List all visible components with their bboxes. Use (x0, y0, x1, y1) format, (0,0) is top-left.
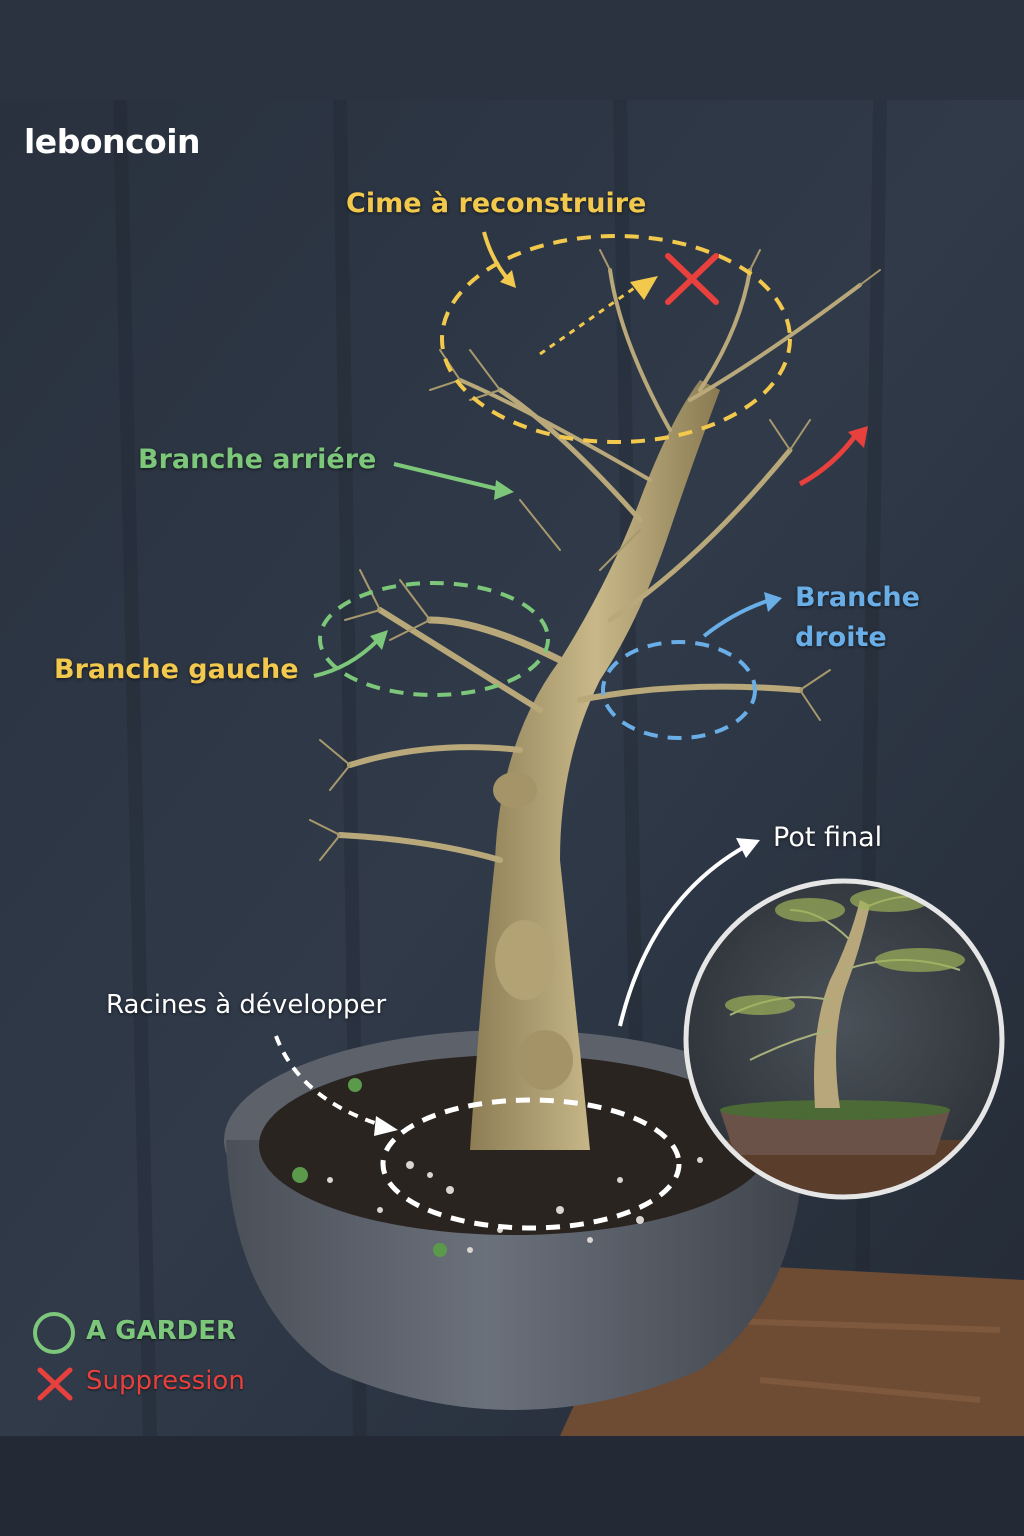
legend-keep-label: A GARDER (86, 1316, 237, 1346)
top-ellipse (440, 234, 792, 444)
remove-x-icon (37, 1367, 73, 1401)
remove-cross-icon (665, 253, 719, 305)
bonsai-photo (0, 100, 1024, 1436)
left-branch-arrow (313, 638, 380, 678)
roots-ellipse (380, 1097, 682, 1231)
label-branche-gauche: Branche gauche (54, 654, 299, 685)
left-branch-ellipse (318, 581, 550, 697)
roots-arrow (274, 1035, 385, 1128)
back-branch-arrow (393, 462, 503, 492)
label-pot-final: Pot final (773, 822, 883, 853)
label-cime: Cime à reconstruire (346, 188, 647, 219)
right-branch-arrow (702, 598, 771, 638)
label-branche-droite-2: droite (795, 622, 887, 653)
right-branch-ellipse (601, 640, 757, 740)
label-racines: Racines à développer (106, 990, 387, 1020)
legend-remove-label: Suppression (86, 1366, 245, 1396)
keep-circle-icon (33, 1312, 75, 1354)
legend-remove: Suppression (76, 1366, 245, 1396)
bonsai-scene (0, 100, 1024, 1436)
bottom-band (0, 1436, 1024, 1536)
top-band (0, 0, 1024, 100)
leboncoin-logo: leboncoin (24, 122, 201, 161)
label-branche-arriere: Branche arriére (138, 444, 377, 475)
legend-keep: A GARDER (76, 1316, 236, 1346)
red-arrow (798, 430, 861, 487)
top-dashed-arrow (539, 282, 641, 356)
label-branche-droite-1: Branche (795, 582, 920, 613)
pot-final-arrow (618, 844, 747, 1027)
